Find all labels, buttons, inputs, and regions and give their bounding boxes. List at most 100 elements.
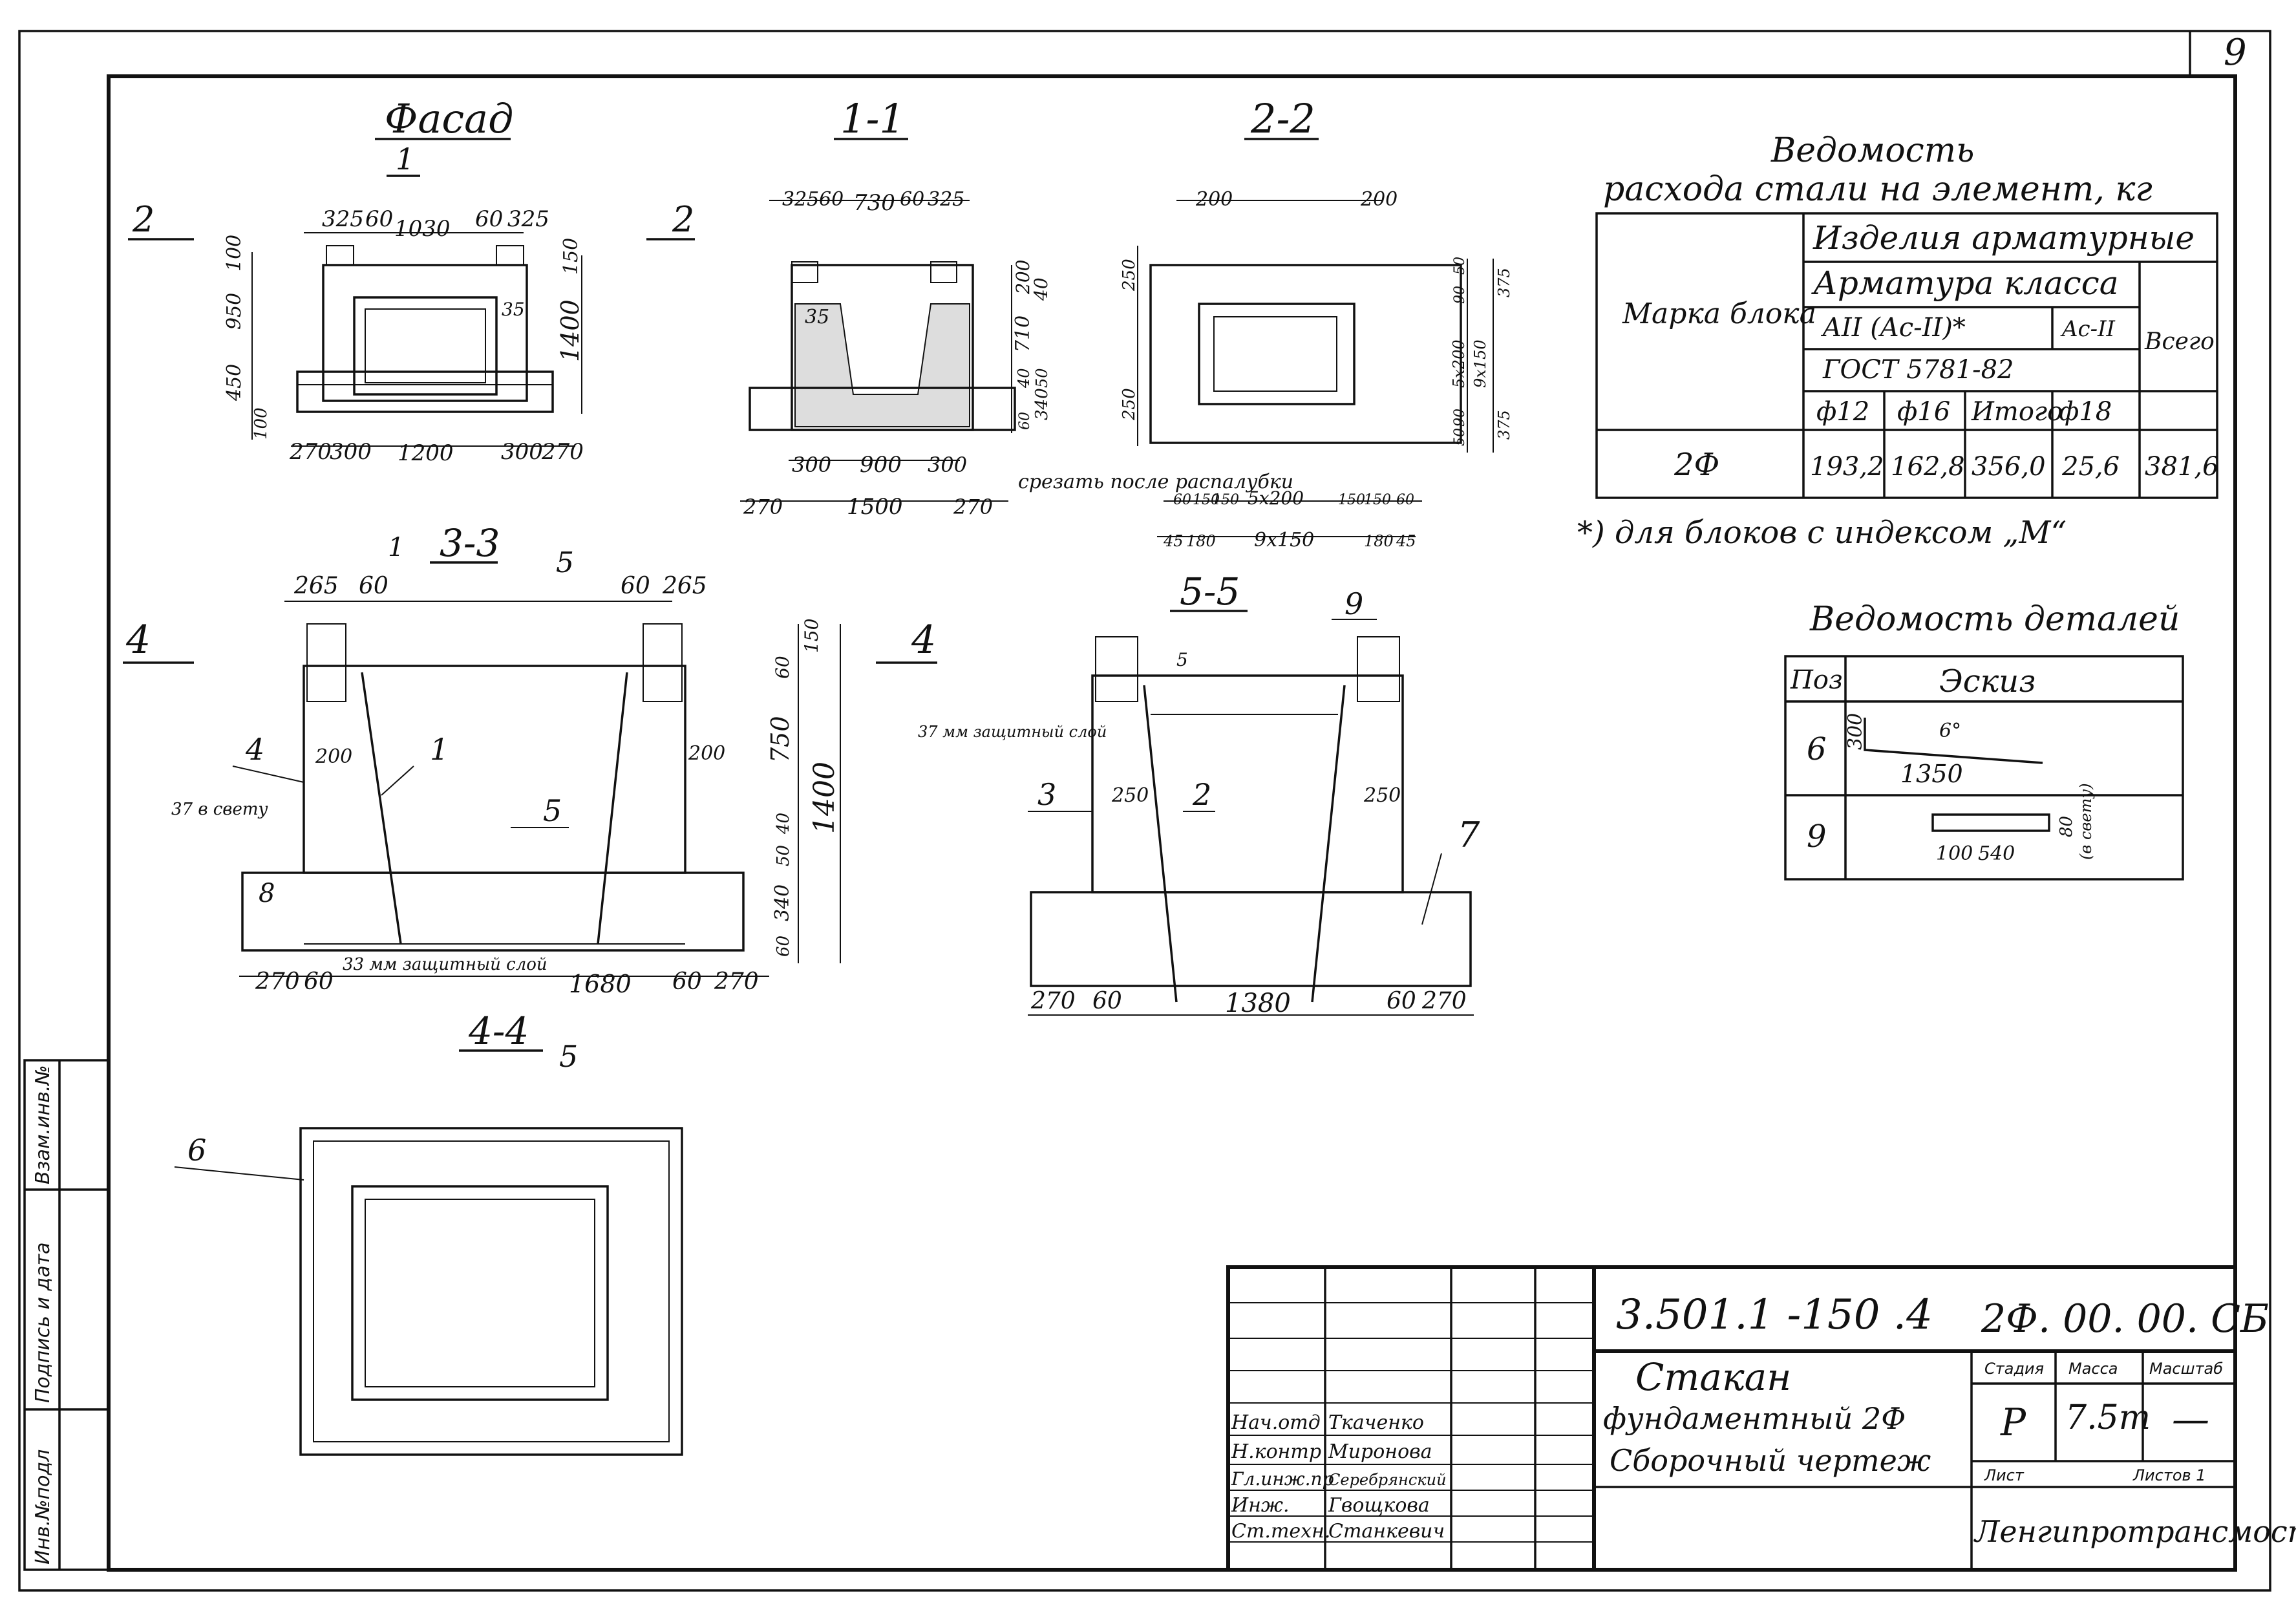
steel-schedule: Ведомость расхода стали на элемент, кг И… xyxy=(1577,131,2219,551)
tb-scale-value: — xyxy=(2172,1397,2209,1441)
section-2-2-view: 2-2 200 200 60 150 150 5x200 150 150 60 … xyxy=(1120,95,1513,551)
s22-dim-b2-5: 45 xyxy=(1396,532,1416,550)
facade-inner-dim: 35 xyxy=(502,299,525,320)
s11-dim-bottom-inner-2: 900 xyxy=(860,452,902,478)
s11-dim-right-6: 340 xyxy=(1032,388,1052,420)
facade-dim-top-2: 60 xyxy=(365,206,393,232)
facade-dim-bottom-4: 300 xyxy=(501,439,543,465)
facade-section-mark-1: 1 xyxy=(396,142,414,176)
section-1-1-title: 1-1 xyxy=(840,95,905,142)
section-4-4-view: 4-4 5 6 xyxy=(174,1009,683,1456)
steel-col-a2: AII (Ac-II)* xyxy=(1820,313,1966,343)
s22-dim-right-8: 375 xyxy=(1495,410,1513,440)
s22-dim-left-1: 250 xyxy=(1120,259,1139,292)
sheet-number: 9 xyxy=(2224,32,2247,74)
s33-dim-bottom-5: 270 xyxy=(714,968,759,995)
s55-pos-2: 2 xyxy=(1192,777,1211,812)
tb-sig-role-3: Гл.инж.пр xyxy=(1231,1468,1334,1490)
s33-dim-inner-1: 200 xyxy=(315,745,352,768)
tb-sig-role-4: Инж. xyxy=(1231,1494,1290,1517)
steel-row-v16: 162,8 xyxy=(1891,452,1965,482)
s11-dim-top-4: 60 xyxy=(900,188,924,211)
facade-dim-left-4: 100 xyxy=(251,407,271,440)
tb-sig-role-2: Н.контр xyxy=(1231,1440,1321,1463)
tb-scale-label: Масштаб xyxy=(2149,1360,2223,1378)
s55-note-cover: 37 мм защитный слой xyxy=(918,723,1107,741)
s55-dim-bottom-1: 270 xyxy=(1030,988,1076,1014)
s33-mark-5: 5 xyxy=(556,546,574,579)
steel-row-v18: 25,6 xyxy=(2061,452,2120,482)
s11-dim-top-5: 325 xyxy=(928,188,964,211)
steel-subcol-16: ф16 xyxy=(1897,397,1950,427)
tb-sig-name-3: Серебрянский xyxy=(1328,1471,1447,1489)
tb-stage-label: Стадия xyxy=(1984,1360,2044,1378)
tb-name-line2: фундаментный 2Ф xyxy=(1603,1401,1906,1436)
facade-dim-left-3: 450 xyxy=(223,364,246,401)
facade-dim-top-1: 325 xyxy=(322,206,364,232)
facade-view: Фасад 1 2 2 325 60 1030 60 325 270 300 1… xyxy=(128,95,695,466)
s11-dim-bottom-outer-1: 270 xyxy=(743,495,783,519)
steel-col-ac2: Ac-II xyxy=(2060,316,2116,342)
s22-dim-b1-3: 150 xyxy=(1212,492,1239,508)
s11-dim-bottom-outer-2: 1500 xyxy=(847,494,903,520)
facade-dim-bottom-1: 270 xyxy=(289,439,332,465)
facade-title: Фасад xyxy=(385,95,513,142)
s44-pos-6: 6 xyxy=(187,1133,206,1168)
details-row9-dim-1: 100 xyxy=(1936,842,1973,865)
s33-dim-bottom-4: 60 xyxy=(672,968,702,995)
side-stamp-cell-replace: Взам.инв.№ xyxy=(32,1065,54,1184)
steel-gost: ГОСТ 5781-82 xyxy=(1822,355,2014,385)
s22-dim-right-2: 90 xyxy=(1452,286,1468,304)
inner-frame xyxy=(107,74,2237,1572)
tb-doc-mark: 2Ф. 00. 00. СБ xyxy=(1981,1296,2269,1342)
s33-dim-inner-2: 200 xyxy=(688,742,725,765)
s33-pos-8: 8 xyxy=(259,879,275,908)
steel-header-class: Арматура класса xyxy=(1811,264,2119,302)
s22-dim-b2-4: 180 xyxy=(1364,532,1394,550)
side-stamp-cell-inv: Инв.№подл xyxy=(32,1449,54,1565)
facade-dim-left-1: 100 xyxy=(223,235,246,272)
s55-dim-inner-3: 5 xyxy=(1176,649,1188,670)
details-row6-dim-3: 1350 xyxy=(1900,760,1963,788)
s55-dim-inner-2: 250 xyxy=(1363,784,1401,807)
s22-dim-b1-4: 5x200 xyxy=(1248,487,1304,509)
s33-dim-right-7: 60 xyxy=(774,936,793,957)
s11-dim-top-2: 60 xyxy=(819,188,844,211)
section-1-1-view: 1-1 325 60 730 60 325 35 300 900 300 270… xyxy=(740,95,1293,520)
s11-note: срезать после распалубки xyxy=(1018,471,1293,493)
s11-dim-right-3: 710 xyxy=(1012,316,1034,352)
s55-dim-bottom-2: 60 xyxy=(1092,988,1122,1014)
s11-dim-top-1: 325 xyxy=(782,188,819,211)
tb-doc-code: 3.501.1 -150 .4 xyxy=(1616,1291,1933,1339)
steel-row-total: 381,6 xyxy=(2145,452,2219,482)
s33-mark-4-right: 4 xyxy=(911,617,936,663)
details-row-pos-9: 9 xyxy=(1807,818,1827,855)
steel-title-line1: Ведомость xyxy=(1770,131,1974,170)
s33-dim-right-4: 40 xyxy=(774,813,793,835)
s33-dim-top-2: 60 xyxy=(359,573,388,599)
steel-row-mark: 2Ф xyxy=(1674,447,1719,483)
s22-dim-top-1: 200 xyxy=(1195,188,1233,211)
s33-dim-bottom-3: 1680 xyxy=(569,970,632,998)
s22-dim-b2-3: 9x150 xyxy=(1254,529,1314,551)
steel-title-line2: расхода стали на элемент, кг xyxy=(1603,170,2152,209)
details-row-pos-6: 6 xyxy=(1807,731,1827,767)
s33-dim-right-3: 750 xyxy=(766,716,794,763)
s22-dim-b1-2: 150 xyxy=(1193,492,1220,508)
tb-sheet-label: Лист xyxy=(1984,1466,2025,1484)
steel-col-total: Всего xyxy=(2144,328,2215,355)
s22-dim-left-2: 250 xyxy=(1120,388,1139,421)
steel-header-group: Изделия арматурные xyxy=(1812,219,2195,257)
s33-dim-right-1: 150 xyxy=(801,619,822,653)
s11-dim-top-3: 730 xyxy=(853,190,895,216)
s33-note-cover-bottom: 33 мм защитный слой xyxy=(343,955,547,974)
facade-dim-bottom-5: 270 xyxy=(541,439,584,465)
tb-sig-role-5: Ст.техн. xyxy=(1231,1520,1330,1543)
s11-dim-right-5: 50 xyxy=(1033,368,1051,388)
title-block: 3.501.1 -150 .4 2Ф. 00. 00. СБ Стакан фу… xyxy=(1226,1265,2296,1572)
tb-stage-value: Р xyxy=(2000,1400,2026,1444)
s33-mark-1: 1 xyxy=(388,533,404,562)
s11-dim-right-4: 40 xyxy=(1015,368,1033,389)
s11-dim-bottom-inner-3: 300 xyxy=(928,453,967,477)
